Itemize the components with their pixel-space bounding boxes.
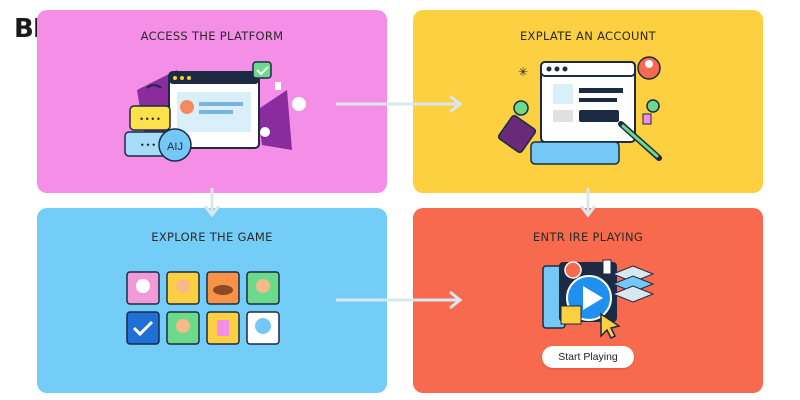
arrow-down-right — [579, 188, 597, 218]
diamond-shape — [497, 114, 537, 154]
check-icon — [132, 320, 154, 337]
game-tile-5 — [126, 311, 160, 345]
ain-badge-icon — [158, 128, 192, 162]
svg-text:• • •: • • • — [141, 140, 155, 150]
password-card-icon — [129, 105, 171, 131]
submit-field — [579, 110, 619, 122]
play-illustration — [542, 259, 655, 340]
step-title-access: ACCESS THE PLATFORM — [140, 29, 284, 43]
browser-titlebar — [169, 72, 259, 84]
status-dot-icon — [646, 99, 660, 113]
lock-icon — [642, 113, 652, 125]
svg-text:AIJ: AIJ — [167, 141, 183, 153]
signup-illustration: ✳ — [497, 56, 662, 165]
cursor-icon — [600, 312, 621, 340]
game-tile-grid — [126, 271, 280, 345]
arrow-right-bottom — [336, 290, 463, 310]
user-avatar-icon — [180, 100, 194, 114]
step-card-account: EXPLATE AN ACCOUNT ✳ — [413, 10, 763, 193]
svg-text:• • • •: • • • • — [140, 114, 160, 124]
purple-shape-right — [257, 90, 292, 150]
input-bar-icon — [530, 141, 620, 165]
step-card-access: ACCESS THE PLATFORM • • • • • • • AIJ — [37, 10, 387, 193]
step-title-account: EXPLATE AN ACCOUNT — [519, 29, 657, 43]
flag-icon — [602, 259, 612, 275]
stack-icon — [611, 265, 655, 303]
step-dot — [292, 97, 306, 111]
step-card-explore: EXPLORE THE GAME — [37, 208, 387, 393]
step-card-play: ENTR IRE PLAYING — [413, 208, 763, 393]
arrow-down-left — [203, 188, 221, 218]
arrow-right-top — [336, 94, 463, 114]
step-title-explore: EXPLORE THE GAME — [151, 230, 273, 244]
signal-icon — [146, 84, 162, 89]
sparkle-icon: ✳ — [518, 65, 528, 79]
step-title-play: ENTR IRE PLAYING — [532, 230, 644, 244]
check-circle-icon — [513, 100, 529, 116]
game-grid-illustration — [126, 271, 280, 345]
start-playing-button[interactable]: Start Playing — [542, 346, 634, 368]
login-illustration: • • • • • • • AIJ — [124, 61, 306, 162]
check-icon — [252, 61, 272, 79]
